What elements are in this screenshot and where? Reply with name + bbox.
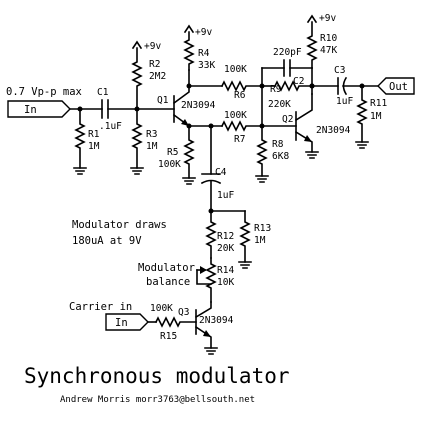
r6-ref: R6: [234, 90, 246, 101]
resistor-r4: +9v R4 33K: [183, 24, 215, 71]
r1-value: 1M: [88, 141, 100, 152]
r2-ref: R2: [149, 59, 160, 70]
c4-ref: C4: [215, 167, 227, 178]
resistor-r1: R1 1M: [73, 108, 100, 175]
r8-ref: R8: [272, 139, 284, 150]
r6-value: 100K: [224, 64, 247, 75]
resistor-r8: R8 6K8: [255, 125, 289, 183]
r14-value: 10K: [217, 277, 234, 288]
resistor-r13: R13 1M: [238, 210, 271, 269]
transistor-q3: Q3 2N3094: [178, 301, 234, 355]
r12-ref: R12: [217, 231, 234, 242]
r5-value: 100K: [158, 159, 181, 170]
carrier-in-note: Carrier in: [69, 301, 132, 313]
r10-value: 47K: [320, 45, 337, 56]
diagram-title: Synchronous modulator: [24, 364, 290, 388]
r1-ref: R1: [88, 129, 100, 140]
q2-ref: Q2: [282, 114, 293, 125]
resistor-r3: R3 1M: [130, 108, 158, 175]
resistor-r11: R11 1M: [355, 85, 387, 149]
modulator-balance-note-line2: balance: [146, 276, 190, 288]
r9-value: 220K: [268, 99, 291, 110]
r10-supply: +9v: [319, 13, 336, 24]
resistor-r9: R9 220K: [268, 80, 313, 110]
c3-value: 1uF: [336, 96, 353, 107]
q3-ref: Q3: [178, 307, 189, 318]
q1-ref: Q1: [157, 95, 169, 106]
resistor-r6: 100K R6: [220, 64, 263, 101]
c1-value: .1uF: [99, 121, 122, 132]
r11-value: 1M: [370, 111, 382, 122]
r14-ref: R14: [217, 265, 234, 276]
resistor-r15: 100K R15: [150, 303, 197, 342]
r2-supply: +9v: [144, 41, 161, 52]
carrier-input-port: In: [105, 313, 149, 331]
modulator-draws-note-line1: Modulator draws: [72, 219, 167, 231]
capacitor-c4: C4 1uF: [200, 167, 234, 201]
r12-value: 20K: [217, 243, 234, 254]
r15-value: 100K: [150, 303, 173, 314]
c4-value: 1uF: [217, 190, 234, 201]
resistor-r10: +9v R10 47K: [306, 13, 337, 69]
r4-supply: +9v: [195, 27, 212, 38]
output-port-label: Out: [389, 81, 408, 93]
r10-ref: R10: [320, 33, 337, 44]
modulator-balance-note-line1: Modulator: [138, 262, 195, 274]
resistor-r5: R5 100K: [158, 125, 196, 185]
r8-value: 6K8: [272, 151, 289, 162]
c3-ref: C3: [334, 65, 345, 76]
input-port: In: [7, 100, 71, 118]
resistor-r12: R12 20K: [205, 210, 234, 259]
input-level-note: 0.7 Vp-p max: [6, 86, 82, 98]
r9-ref: R9: [270, 84, 282, 95]
transistor-q2: Q2 2N3094: [282, 93, 351, 159]
resistor-r2: +9v R2 2M2: [131, 40, 166, 110]
transistor-q1: Q1 2N3094: [157, 69, 216, 128]
r4-ref: R4: [198, 48, 210, 59]
capacitor-c2: 220pF C2: [273, 47, 304, 87]
c1-ref: C1: [97, 87, 109, 98]
r2-value: 2M2: [149, 71, 166, 82]
r4-value: 33K: [198, 60, 215, 71]
c2-ref: C2: [293, 76, 304, 87]
resistor-r7: 100K R7: [220, 110, 263, 145]
r15-ref: R15: [160, 331, 177, 342]
r3-value: 1M: [146, 141, 158, 152]
r11-ref: R11: [370, 98, 387, 109]
r7-ref: R7: [234, 134, 245, 145]
q2-value: 2N3094: [316, 125, 351, 136]
r13-value: 1M: [254, 235, 266, 246]
r7-value: 100K: [224, 110, 247, 121]
output-port: Out: [377, 77, 415, 95]
carrier-input-port-label: In: [115, 317, 128, 329]
modulator-draws-note-line2: 180uA at 9V: [72, 235, 142, 247]
q3-value: 2N3094: [199, 315, 234, 326]
potentiometer-r14: R14 10K: [196, 257, 234, 303]
r5-ref: R5: [167, 147, 178, 158]
c2-value: 220pF: [273, 47, 302, 58]
q1-value: 2N3094: [181, 100, 216, 111]
r3-ref: R3: [146, 129, 157, 140]
r13-ref: R13: [254, 223, 271, 234]
author-credit: Andrew Morris morr3763@bellsouth.net: [60, 395, 255, 405]
input-port-label: In: [24, 104, 37, 116]
